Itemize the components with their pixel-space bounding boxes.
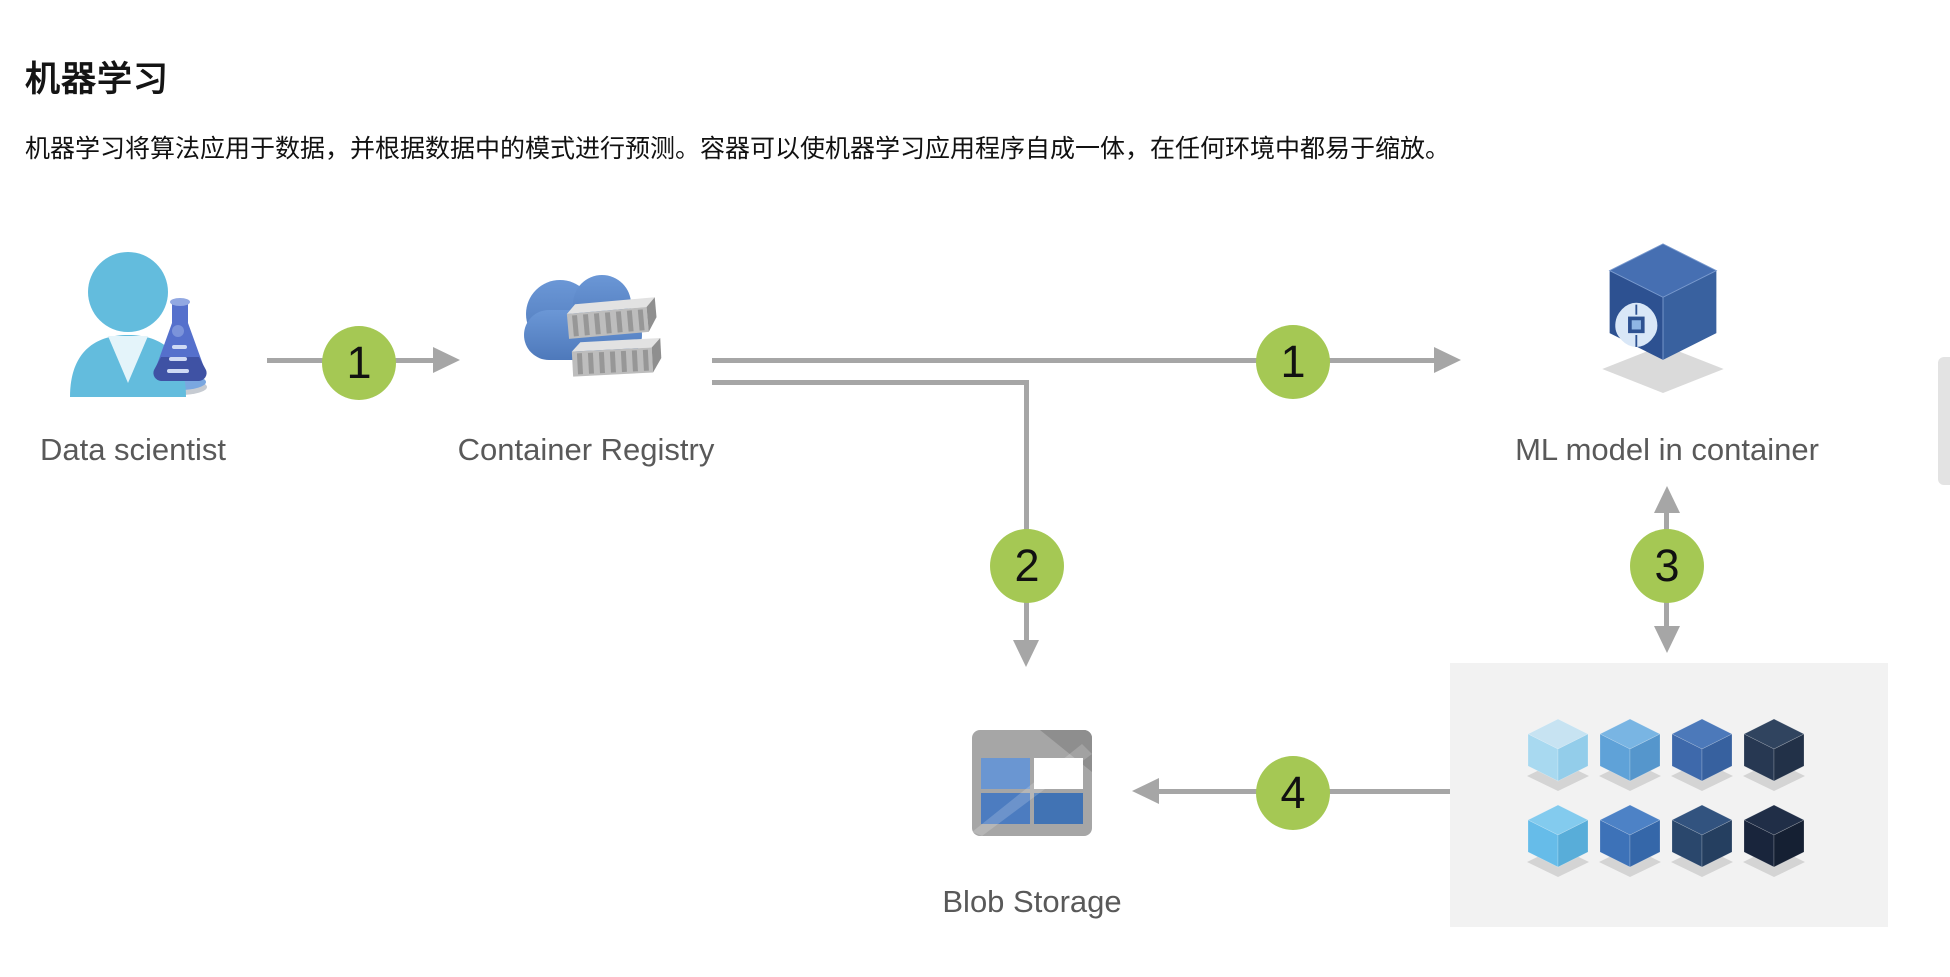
blob-storage-icon xyxy=(972,730,1092,841)
blob-storage-label: Blob Storage xyxy=(942,884,1122,919)
scrollbar-thumb[interactable] xyxy=(1938,357,1950,485)
arrowhead-step3-down xyxy=(1654,626,1680,653)
step-number: 1 xyxy=(1280,336,1306,387)
step-badge-1a: 1 xyxy=(322,326,396,400)
step-badge-2: 2 xyxy=(990,529,1064,603)
step-number: 2 xyxy=(1014,540,1040,591)
arrow-line-step2-vertical xyxy=(1024,380,1029,640)
page-subtitle: 机器学习将算法应用于数据，并根据数据中的模式进行预测。容器可以使机器学习应用程序… xyxy=(25,135,1451,163)
step-number: 1 xyxy=(346,337,372,388)
iso-cube xyxy=(1596,803,1664,881)
arrow-line-step1b xyxy=(712,358,1434,363)
step-badge-1b: 1 xyxy=(1256,325,1330,399)
iso-cube xyxy=(1740,717,1808,795)
container-registry-icon xyxy=(508,264,664,397)
data-scientist-icon xyxy=(60,245,208,402)
arrowhead-step2 xyxy=(1013,640,1039,667)
arrowhead-step1a xyxy=(433,347,460,373)
iso-cube xyxy=(1596,717,1664,795)
arrowhead-step3-up xyxy=(1654,486,1680,513)
arrowhead-step1b xyxy=(1434,347,1461,373)
step-badge-4: 4 xyxy=(1256,756,1330,830)
ml-model-cube-icon xyxy=(1594,240,1732,400)
iso-cube xyxy=(1524,717,1592,795)
ml-model-label: ML model in container xyxy=(1515,432,1819,467)
page-title: 机器学习 xyxy=(25,60,170,100)
iso-cube xyxy=(1524,803,1592,881)
step-badge-3: 3 xyxy=(1630,529,1704,603)
iso-cube xyxy=(1668,717,1736,795)
arrow-line-step2-horizontal xyxy=(712,380,1029,385)
step-number: 3 xyxy=(1654,540,1680,591)
arrowhead-step4 xyxy=(1132,778,1159,804)
container-registry-label: Container Registry xyxy=(457,432,715,467)
iso-cube xyxy=(1740,803,1808,881)
iso-cube xyxy=(1668,803,1736,881)
step-number: 4 xyxy=(1280,767,1306,818)
data-scientist-label: Data scientist xyxy=(39,432,227,467)
container-cluster-panel xyxy=(1450,663,1888,927)
